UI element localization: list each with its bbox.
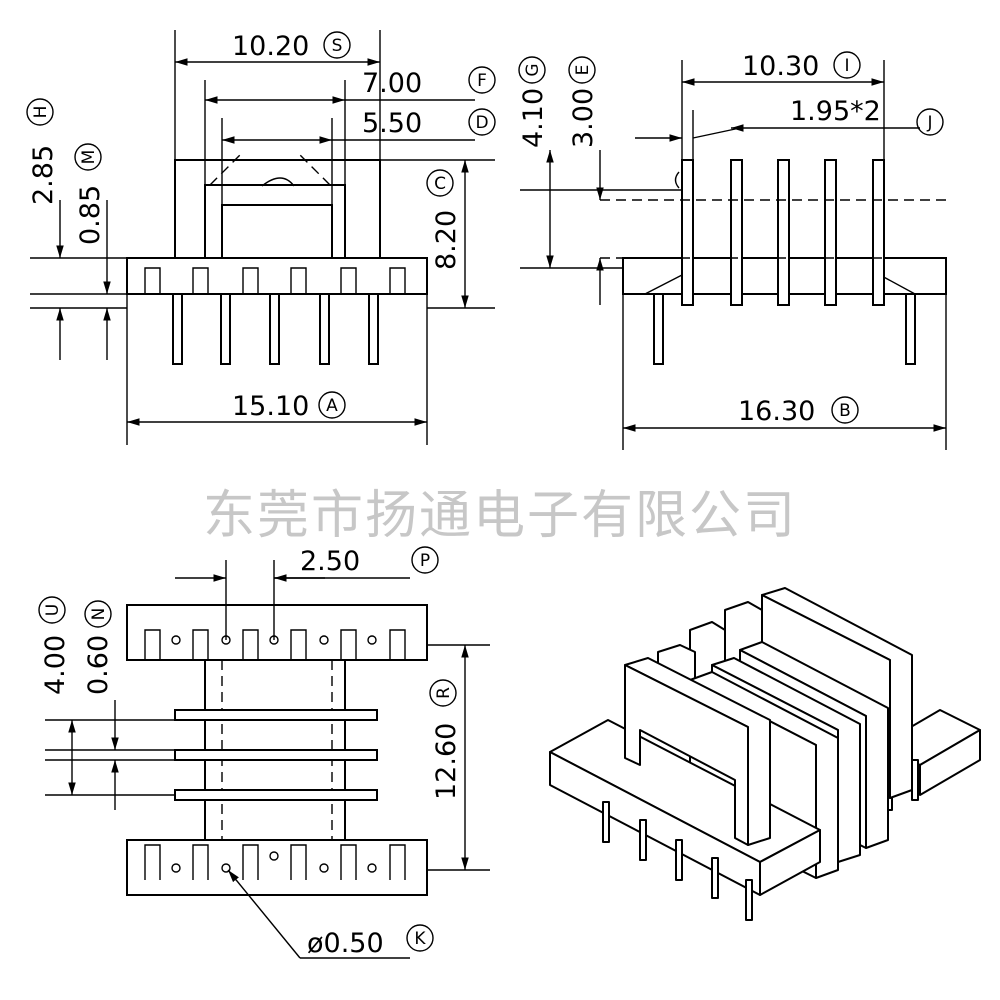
dim-j-value: 1.95*2 — [790, 96, 881, 127]
dim-g-value: 4.10 — [518, 88, 549, 148]
dim-j-label: J — [926, 113, 932, 133]
dim-d-label: D — [475, 113, 488, 133]
top-view: 2.50 P 4.00 U 0.60 N 12.60 R ø0.50 K — [38, 546, 490, 959]
isometric-view — [549, 587, 981, 921]
iso-pins — [602, 801, 753, 921]
dim-e-label: E — [573, 65, 593, 76]
dim-f-label: F — [477, 71, 487, 91]
dim-i-label: I — [844, 56, 849, 76]
dim-n-value: 0.60 — [83, 635, 114, 695]
front-view: 10.20 S 7.00 F 5.50 D 8.20 C 2.85 — [26, 30, 496, 445]
side-view: 10.30 I 1.95*2 J 4.10 G 3.00 E 16.30 B — [518, 51, 947, 450]
dim-r-label: R — [434, 687, 454, 699]
dim-b-label: B — [839, 401, 851, 421]
top-ribs — [174, 709, 378, 801]
dim-u-label: U — [43, 604, 63, 616]
dim-c-label: C — [434, 174, 446, 194]
dim-h-label: H — [31, 106, 51, 119]
dim-b-value: 16.30 — [738, 396, 815, 427]
dim-p-label: P — [420, 551, 430, 571]
dim-h-value: 2.85 — [28, 145, 59, 205]
dim-e-value: 3.00 — [568, 88, 599, 148]
dim-a-value: 15.10 — [232, 391, 309, 422]
dim-m-label: M — [79, 150, 99, 165]
front-pins — [172, 293, 379, 365]
label-circle-s — [323, 31, 351, 59]
dim-g-label: G — [523, 63, 543, 76]
dim-i-value: 10.30 — [742, 51, 819, 82]
dim-n-label: N — [89, 608, 109, 621]
top-flange-lower — [126, 839, 428, 896]
dim-m-value: 0.85 — [75, 185, 106, 245]
dim-f-value: 7.00 — [362, 68, 422, 99]
dim-k-value: ø0.50 — [307, 928, 384, 959]
company-watermark: 东莞市扬通电子有限公司 — [203, 486, 797, 546]
dim-s-value: 10.20 — [232, 31, 309, 62]
dim-u-value: 4.00 — [40, 635, 71, 695]
front-flange — [126, 257, 428, 295]
dim-c-value: 8.20 — [431, 210, 462, 270]
top-flange-upper — [126, 604, 428, 661]
front-window — [221, 204, 333, 259]
dim-r-value: 12.60 — [431, 723, 462, 800]
side-plates — [681, 159, 885, 306]
dim-d-value: 5.50 — [362, 108, 422, 139]
dim-p-value: 2.50 — [300, 546, 360, 577]
dim-k-label: K — [414, 929, 426, 949]
dim-a-label: A — [326, 396, 338, 416]
dim-s-label: S — [332, 36, 343, 56]
front-upright — [174, 159, 381, 258]
